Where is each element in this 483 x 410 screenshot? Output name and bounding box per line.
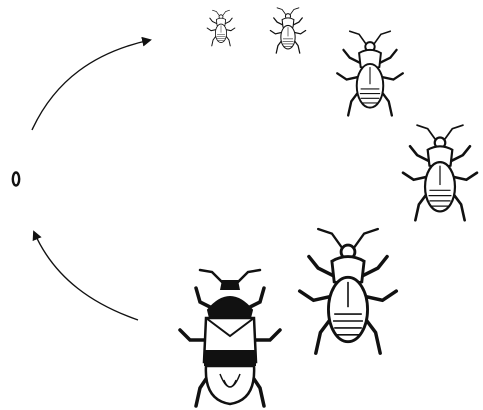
- nymph-stage-1: [207, 10, 235, 46]
- nymph-stage-2: [270, 8, 305, 53]
- nymph-stage-3: [337, 31, 403, 115]
- cycle-arrow-upper: [32, 40, 150, 130]
- egg-stage: [13, 173, 19, 186]
- nymph-stage-4: [403, 125, 477, 220]
- cycle-arrow-lower: [34, 232, 138, 320]
- nymph-stage-5: [300, 229, 397, 353]
- adult-stage: [180, 270, 280, 406]
